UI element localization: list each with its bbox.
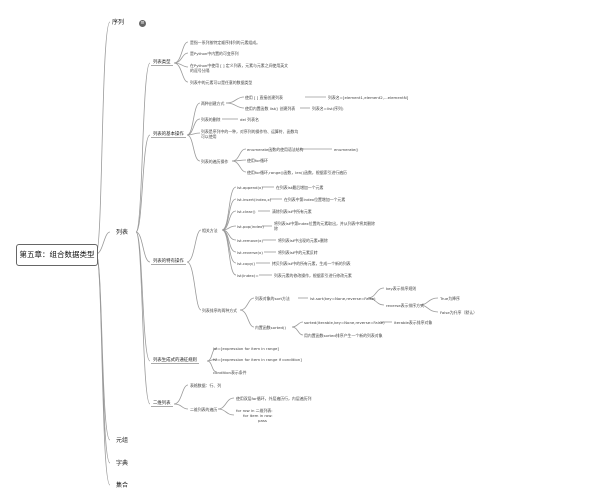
topic-list[interactable]: 列表 [116,229,129,236]
topic-list-comprehension[interactable]: 列表生成式的通征规则 [151,358,199,364]
method-desc-cont[interactable]: 除 [274,226,278,231]
method-key[interactable]: lst.clear() [237,209,256,214]
code-line[interactable]: for row in 二维列表: [236,408,273,413]
link-list-basic [135,134,151,233]
note[interactable]: 列表中的元素可以是任意的数据类型 [190,80,253,85]
node[interactable]: 相关方法 [202,228,218,233]
node[interactable]: 使用内置函数 list() 创建列表 [245,106,296,111]
node[interactable]: 使用for循环,range()函数，len()函数，根据索引进行遍历 [247,170,347,175]
node[interactable]: sorted(iterable,key=None,reverse=False) [304,320,385,325]
notes-icon[interactable]: ≡ [139,20,146,27]
method-desc[interactable]: 清除列表lst中所有元素 [272,209,312,214]
topic-list-specific-ops[interactable]: 列表的特有操作 [151,259,186,265]
method-key[interactable]: lst.pop(index) [237,224,264,229]
node[interactable]: 二维列表的遍历 [190,407,218,412]
note[interactable]: 是Python中内置的可变序列 [190,51,239,56]
node[interactable]: iterable表示排序对象 [394,320,433,325]
node[interactable]: 列表名=[element1,element2,...elementN] [328,95,409,100]
topic-sequence[interactable]: 序列 [112,19,125,26]
topic-set[interactable]: 集合 [116,482,129,489]
node[interactable]: enumerate函数的使用语法结构 [247,147,304,152]
node[interactable]: 表格数据：行、列 [190,383,222,388]
method-key[interactable]: lst.remove(x) [237,238,263,243]
topic-tuple[interactable]: 元组 [116,437,129,444]
method-desc[interactable]: 列表元素的修改操作，根据索引进行修改元素 [274,273,352,278]
method-key[interactable]: lst.reverse(x) [237,250,263,255]
method-desc[interactable]: 将列表lst中出现的元素x删除 [278,238,328,243]
method-key[interactable]: lst.append(x) [237,185,263,190]
node[interactable]: enumerate() [334,147,359,152]
note[interactable]: 列表是序列中的一种，对序列的操作符、运算符、函数均 [201,129,299,134]
note[interactable]: 可以使用 [201,134,217,139]
method-desc[interactable]: 在列表中第index位置增加一个元素 [284,197,346,202]
method-desc[interactable]: 在列表lst最后增加一个元素 [276,185,324,190]
topic-dict[interactable]: 字典 [116,460,129,467]
node[interactable]: True为降序 [440,296,460,301]
method-desc[interactable]: 将列表lst中的元素反转 [278,250,318,255]
link-root-seq [95,21,111,255]
code-line[interactable]: pass [258,418,267,423]
node[interactable]: 用内置函数sorted排序产生一个新的列表对象 [304,333,383,338]
node[interactable]: 两种创建方式 [201,101,225,106]
method-desc[interactable]: 将列表lst中第index位置的元素取出，并从列表中将其删除 [274,221,375,226]
node[interactable]: key表示排序规则 [386,286,417,291]
node[interactable]: lst=[expression for item in range if con… [213,357,302,362]
topic-2d-list[interactable]: 二维列表 [151,401,173,407]
note[interactable]: 是指一系列按特定顺序排列的元素组成。 [190,40,261,45]
node[interactable]: 列表的遍历操作 [201,159,229,164]
link-list-types [135,62,151,233]
node[interactable]: 使用for循环 [247,158,268,163]
link-root-tuple [95,253,111,441]
node[interactable]: del 列表名 [240,117,259,122]
topic-list-basic-ops[interactable]: 列表的基本操作 [151,132,186,138]
method-key[interactable]: lst.insert(index,x) [237,197,272,202]
note[interactable]: 在Python中使用 [ ] 定义列表，元素与元素之间使用英文 [190,63,289,68]
node[interactable]: 使用 [ ] 直接创建列表 [245,95,283,100]
node[interactable]: 使用双层for循环，外层遍历行，内层遍历列 [236,396,312,401]
node[interactable]: 内置函数sorted() [255,325,286,330]
method-key[interactable]: lst(index)= [237,273,259,278]
method-key[interactable]: lst.copy() [237,261,256,266]
node[interactable]: 列表排序的两种方式 [202,308,238,313]
method-desc[interactable]: 拷贝列表lst中的所有元素，生成一个新的列表 [272,261,351,266]
node[interactable]: False为升序（默认） [440,310,477,315]
node[interactable]: lst.sort(key=None,reverse=False) [310,296,376,301]
node[interactable]: condition表示条件 [213,370,247,375]
link-list-methods [135,231,151,263]
node[interactable]: reverse表示排序方式 [386,303,424,308]
node[interactable]: 列表名=list(序列) [312,106,344,111]
link-list-comp [135,231,151,362]
link-root-set [95,253,111,486]
note[interactable]: 的逗号分隔 [190,68,210,73]
link-list-2d [135,231,151,405]
topic-list-types[interactable]: 列表类型 [151,60,173,66]
node[interactable]: lst=[expression for item in range] [213,346,279,351]
node[interactable]: 列表的删除 [201,117,221,122]
code-line[interactable]: for item in row: [243,413,273,418]
root-topic[interactable]: 第五章：组合数据类型 [16,244,98,266]
node[interactable]: 列表对象的sort方法 [255,296,290,301]
